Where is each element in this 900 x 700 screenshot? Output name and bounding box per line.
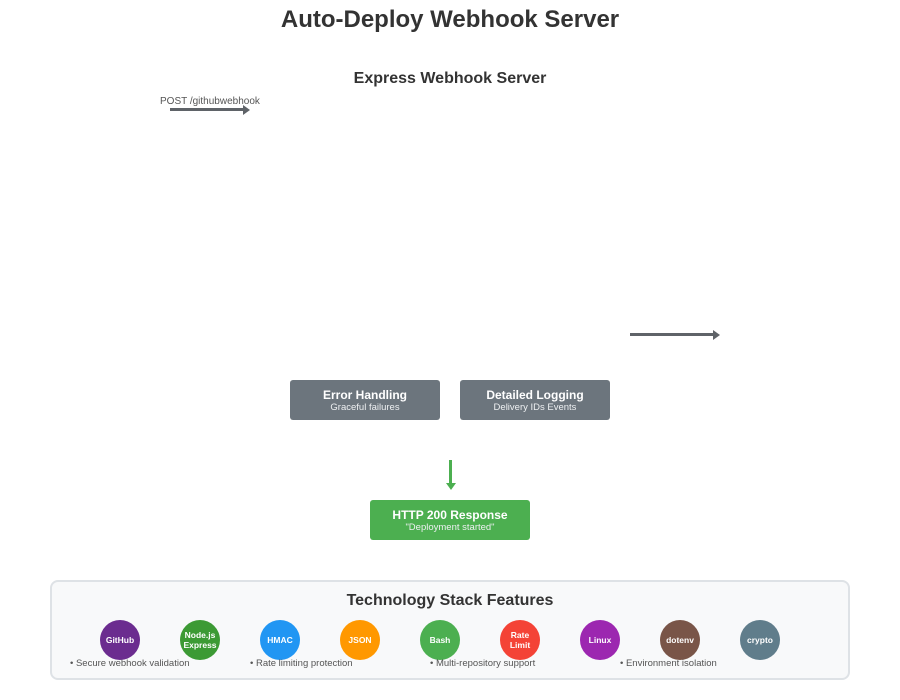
endpoint-label: POST /githubwebhook	[160, 96, 260, 107]
tech-json-circle: JSON	[340, 620, 380, 660]
http-response-subtitle: "Deployment started"	[405, 522, 495, 533]
response-arrow	[445, 460, 456, 490]
error-handling-title: Error Handling	[322, 388, 407, 402]
tech-github-circle: GitHub	[100, 620, 140, 660]
tech-stack-panel: Technology Stack Features GitHub Node.js…	[50, 580, 850, 680]
feature-rate-limiting: • Rate limiting protection	[250, 658, 353, 669]
tech-rate-limit-circle: Rate Limit	[500, 620, 540, 660]
error-handling-subtitle: Graceful failures	[330, 402, 400, 413]
detailed-logging-title: Detailed Logging	[486, 388, 584, 402]
http-response-title: HTTP 200 Response	[392, 508, 508, 522]
tech-crypto-circle: crypto	[740, 620, 780, 660]
outgoing-arrow	[630, 329, 720, 340]
error-handling-box: Error Handling Graceful failures	[290, 380, 440, 420]
server-title: Express Webhook Server	[353, 70, 547, 87]
http-response-box: HTTP 200 Response "Deployment started"	[370, 500, 530, 540]
tech-nodejs-express-circle: Node.js Express	[180, 620, 220, 660]
detailed-logging-subtitle: Delivery IDs Events	[493, 402, 577, 413]
tech-hmac-circle: HMAC	[260, 620, 300, 660]
page-title: Auto-Deploy Webhook Server	[280, 6, 620, 33]
tech-dotenv-circle: dotenv	[660, 620, 700, 660]
tech-bash-circle: Bash	[420, 620, 460, 660]
detailed-logging-box: Detailed Logging Delivery IDs Events	[460, 380, 610, 420]
feature-secure-validation: • Secure webhook validation	[70, 658, 190, 669]
tech-linux-circle: Linux	[580, 620, 620, 660]
tech-stack-title: Technology Stack Features	[346, 592, 554, 609]
feature-multi-repo: • Multi-repository support	[430, 658, 536, 669]
feature-env-isolation: • Environment isolation	[620, 658, 717, 669]
incoming-request-arrow	[170, 104, 250, 115]
